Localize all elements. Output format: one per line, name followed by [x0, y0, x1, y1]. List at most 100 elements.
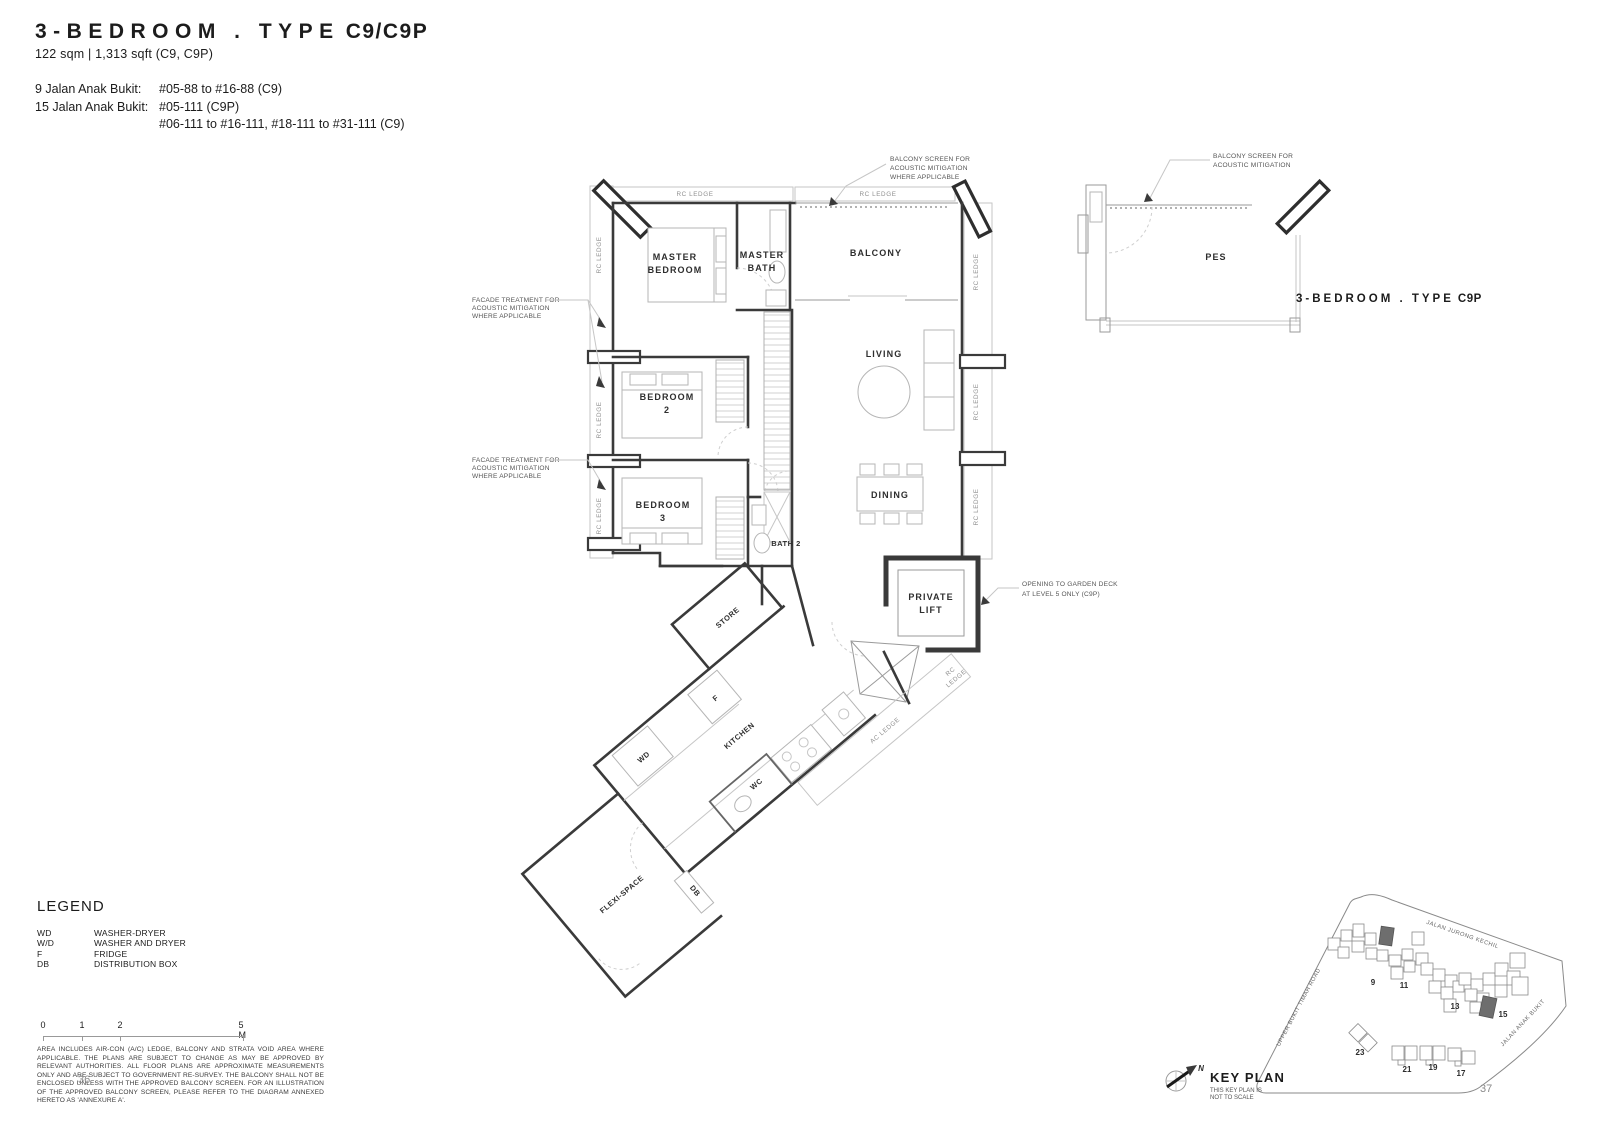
- room-label-dining: DINING: [871, 490, 909, 500]
- legend-title: LEGEND: [37, 898, 105, 915]
- kitchen-appliances: [611, 669, 867, 850]
- master-bedroom-furniture: [647, 227, 727, 303]
- flexi-wall: [520, 791, 723, 999]
- disclaimer: AREA INCLUDES AIR-CON (A/C) LEDGE, BALCO…: [37, 1046, 324, 1105]
- wall-stub: [958, 450, 1007, 467]
- lift-shaft: [850, 640, 920, 705]
- road-label: JALAN ANAK BUKIT: [1500, 999, 1547, 1048]
- wc-toilet: [734, 795, 752, 813]
- wc-wall: [708, 752, 793, 833]
- legend-row: WD WASHER-DRYER: [37, 928, 166, 938]
- svg-text:AT LEVEL 5 ONLY (C9P): AT LEVEL 5 ONLY (C9P): [1022, 591, 1100, 598]
- room-label-bedroom3: 3: [660, 513, 666, 523]
- address-block: 9 Jalan Anak Bukit: #05-88 to #16-88 (C9…: [35, 81, 428, 134]
- wall-stub: [958, 353, 1007, 370]
- door-arc: [831, 621, 867, 657]
- address-row: 15 Jalan Anak Bukit: #05-111 (C9P): [35, 99, 240, 114]
- highlighted-unit: [1378, 925, 1395, 947]
- room-label-living: LIVING: [866, 349, 903, 359]
- svg-text:BALCONY SCREEN FOR: BALCONY SCREEN FOR: [890, 156, 970, 163]
- ac-ledge-strip: [797, 653, 972, 807]
- bedroom2-furniture: [621, 359, 745, 439]
- svg-text:ACOUSTIC MITIGATION: ACOUSTIC MITIGATION: [1213, 162, 1291, 169]
- highlighted-unit: [1478, 995, 1498, 1019]
- facade-annotation-1: FACADE TREATMENT FOR ACOUSTIC MITIGATION…: [472, 297, 606, 388]
- scale-bar: 0 1 2 5 M: [40, 1020, 246, 1041]
- room-label-balcony: BALCONY: [850, 248, 902, 258]
- room-label-kitchen: KITCHEN: [722, 720, 756, 751]
- room-label-master-bedroom: BEDROOM: [648, 265, 703, 275]
- legend-row: F FRIDGE: [37, 948, 128, 959]
- legend-row: DB DISTRIBUTION BOX: [37, 959, 178, 970]
- pes-plan: PES BALCONY SCREEN FOR ACOUSTIC MITIGATI…: [1077, 153, 1332, 333]
- door-arc: [1105, 206, 1153, 254]
- svg-text:WHERE APPLICABLE: WHERE APPLICABLE: [472, 473, 542, 480]
- legend-row: W/D WASHER AND DRYER: [37, 938, 186, 949]
- svg-text:OPENING TO GARDEN DECK: OPENING TO GARDEN DECK: [1022, 581, 1118, 588]
- bedroom3-furniture: [621, 477, 745, 560]
- lift-wall: [883, 555, 981, 653]
- room-label-flexi-space: FLEXI-SPACE: [598, 873, 646, 915]
- room-label-bath2: BATH 2: [771, 539, 801, 548]
- room-label-private-lift: LIFT: [919, 605, 942, 615]
- building-number: 11: [1400, 981, 1409, 990]
- rc-ledge-label: RC LEDGE: [973, 254, 980, 291]
- corner-fin: [1274, 178, 1332, 236]
- rc-ledge-label: RC LEDGE: [677, 191, 714, 198]
- unit-area: 122 sqm | 1,313 sqft (C9, C9P): [35, 47, 214, 61]
- building-number: 19: [1429, 1063, 1438, 1072]
- rc-ledge-label: RC LEDGE: [973, 384, 980, 421]
- building-number: 23: [1356, 1048, 1365, 1057]
- lift-car: [897, 569, 965, 637]
- title-suffix: C9/C9P: [345, 20, 429, 43]
- svg-text:FACADE TREATMENT FOR: FACADE TREATMENT FOR: [472, 297, 560, 304]
- door-arc: [736, 267, 776, 307]
- svg-text:BALCONY SCREEN FOR: BALCONY SCREEN FOR: [1213, 153, 1293, 160]
- door-arc: [629, 822, 643, 871]
- room-label-bedroom3: BEDROOM: [636, 500, 691, 510]
- store-wall: [670, 561, 784, 671]
- garden-deck-annotation: OPENING TO GARDEN DECK AT LEVEL 5 ONLY (…: [981, 581, 1118, 605]
- address-row: #06-111 to #16-111, #18-111 to #31-111 (…: [159, 117, 405, 131]
- address-row: 9 Jalan Anak Bukit: #05-88 to #16-88 (C9…: [35, 82, 282, 96]
- page-number-right: 37: [1480, 1083, 1493, 1095]
- room-label-master-bath: BATH: [748, 263, 777, 273]
- room-label-master-bath: MASTER: [740, 250, 785, 260]
- balcony-screen-annotation: BALCONY SCREEN FOR ACOUSTIC MITIGATION W…: [829, 156, 970, 206]
- pes-balcony-screen-annotation: BALCONY SCREEN FOR ACOUSTIC MITIGATION: [1144, 153, 1293, 202]
- page-number-left: 36: [78, 1074, 91, 1086]
- svg-text:ACOUSTIC MITIGATION: ACOUSTIC MITIGATION: [472, 465, 550, 472]
- svg-text:ACOUSTIC MITIGATION: ACOUSTIC MITIGATION: [472, 305, 550, 312]
- room-label-master-bedroom: MASTER: [653, 252, 698, 262]
- rc-ledge-label: RC LEDGE: [596, 237, 603, 274]
- room-label-pes: PES: [1205, 252, 1226, 262]
- north-compass-icon: N: [1165, 1064, 1204, 1092]
- rc-ledge-label: RC LEDGE: [973, 489, 980, 526]
- db-box: [673, 869, 715, 914]
- svg-text:FACADE TREATMENT FOR: FACADE TREATMENT FOR: [472, 457, 560, 464]
- room-label-private-lift: PRIVATE: [908, 592, 953, 602]
- building-number: 9: [1371, 978, 1376, 987]
- building-number: 15: [1499, 1010, 1508, 1019]
- corner-fin: [951, 178, 993, 240]
- facade-annotation-2: FACADE TREATMENT FOR ACOUSTIC MITIGATION…: [472, 457, 606, 490]
- rc-ledge-label: RC: [945, 666, 957, 678]
- bath2-fixtures: [751, 504, 771, 554]
- room-label-wc: WC: [748, 776, 764, 792]
- room-label-bedroom2: BEDROOM: [640, 392, 695, 402]
- rc-ledge-label: RC LEDGE: [596, 402, 603, 439]
- master-bath-fixtures: [765, 209, 787, 307]
- wall: [592, 604, 877, 876]
- north-label: N: [1198, 1064, 1204, 1073]
- rc-ledge-label: RC LEDGE: [860, 191, 897, 198]
- kitchen-wing: STORE WD F KITCHEN WC AC LEDGE RC LEDGE: [520, 561, 972, 999]
- wardrobe: [763, 311, 791, 491]
- building-number: 17: [1457, 1069, 1466, 1078]
- main-floor-plan: RC LEDGE RC LEDGE RC LEDGE RC LEDGE RC L…: [586, 178, 1118, 705]
- key-plan-note: NOT TO SCALE: [1210, 1095, 1254, 1101]
- door-arc: [598, 958, 642, 970]
